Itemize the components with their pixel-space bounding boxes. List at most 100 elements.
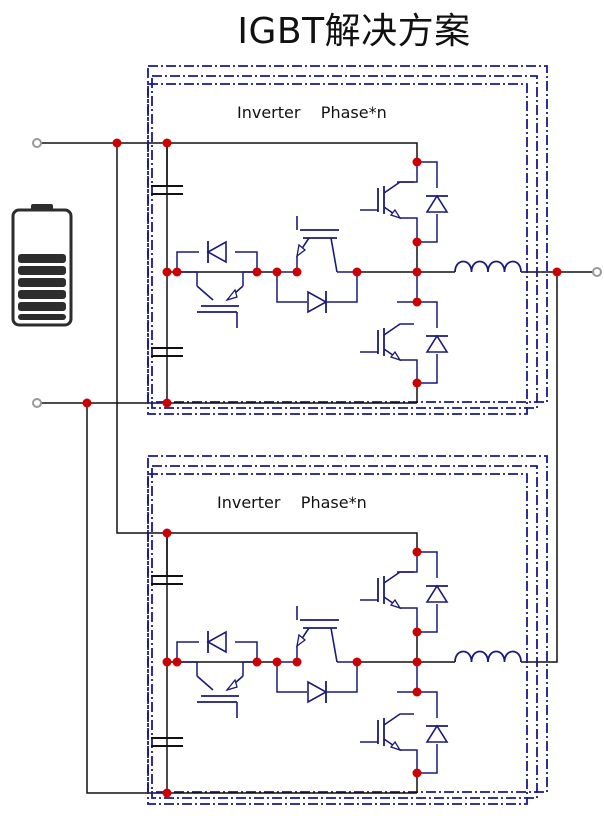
- wire: [166, 533, 417, 794]
- external-wiring: [37, 142, 597, 794]
- clamp-diode-icon: [206, 240, 227, 264]
- output-inductor-icon: [454, 260, 522, 273]
- battery-icon: [11, 204, 73, 327]
- wire: [417, 161, 438, 188]
- wire: [414, 749, 418, 773]
- junction-node: [162, 398, 172, 408]
- node: [552, 267, 562, 277]
- lower-igbt-icon: [360, 713, 414, 752]
- output-inductor-icon: [454, 650, 522, 663]
- wire: [235, 251, 258, 272]
- junction-node: [412, 687, 422, 697]
- junction-node: [162, 788, 172, 798]
- wire: [327, 662, 358, 693]
- upper-igbt-icon: [360, 571, 414, 610]
- external-nodes: [82, 138, 562, 408]
- junction-node: [412, 547, 422, 557]
- junction-node: [172, 657, 182, 667]
- junction-node: [412, 237, 422, 247]
- wire: [242, 661, 257, 676]
- upper-freewheel-diode-icon: [425, 194, 449, 213]
- clamp-igbt-icon: [196, 285, 244, 328]
- junction-node: [412, 297, 422, 307]
- junction-node: [412, 267, 422, 277]
- tnpc-igbt-icon: [296, 606, 339, 663]
- junction-node: [412, 768, 422, 778]
- tnpc-diode-icon: [307, 290, 328, 314]
- junction-node: [352, 657, 362, 667]
- wire: [417, 354, 438, 384]
- module-frame: [147, 65, 548, 403]
- clamp-diode-icon: [206, 630, 227, 654]
- input-terminals: [32, 138, 602, 408]
- wire: [176, 251, 199, 272]
- wire: [276, 662, 307, 693]
- junction-node: [412, 627, 422, 637]
- junction-node: [252, 267, 262, 277]
- wire: [397, 272, 418, 303]
- inverter-module-bottom: [147, 455, 548, 805]
- junction-node: [292, 267, 302, 277]
- module-frame: [147, 83, 528, 415]
- junction-node: [412, 157, 422, 167]
- output-terminal: [592, 267, 602, 277]
- clamp-igbt-icon: [196, 675, 244, 718]
- dc-plus-terminal: [32, 138, 42, 148]
- dc-minus-terminal: [32, 398, 42, 408]
- module-label-bottom: Inverter Phase*n: [217, 493, 367, 512]
- wire: [177, 661, 198, 676]
- inverter-module-top: [147, 65, 548, 415]
- upper-igbt-icon: [360, 181, 414, 220]
- capacitor-icon: [151, 575, 183, 585]
- junction-node: [412, 378, 422, 388]
- wire: [414, 217, 418, 242]
- tnpc-igbt-icon: [296, 216, 339, 273]
- node: [82, 398, 92, 408]
- wire: [417, 691, 438, 718]
- junction-node: [272, 657, 282, 667]
- wire: [177, 271, 198, 286]
- wire: [167, 142, 418, 162]
- junction-node: [412, 657, 422, 667]
- wire: [414, 607, 418, 632]
- junction-node: [162, 267, 172, 277]
- wire: [167, 532, 418, 552]
- wire: [166, 143, 417, 404]
- wire: [242, 271, 257, 286]
- tnpc-diode-icon: [307, 680, 328, 704]
- wire: [417, 604, 438, 633]
- wire: [176, 641, 199, 662]
- module-frame: [151, 75, 538, 409]
- lower-freewheel-diode-icon: [425, 334, 449, 353]
- wire: [414, 359, 418, 383]
- upper-freewheel-diode-icon: [425, 584, 449, 603]
- capacitor-icon: [151, 737, 183, 747]
- capacitor-icon: [151, 185, 183, 195]
- wire: [397, 662, 418, 693]
- junction-node: [172, 267, 182, 277]
- wire: [235, 641, 258, 662]
- diagram-title: IGBT解决方案: [237, 11, 471, 52]
- module-frame: [147, 455, 548, 793]
- lower-freewheel-diode-icon: [425, 724, 449, 743]
- capacitor-icon: [151, 347, 183, 357]
- module-frame: [147, 473, 528, 805]
- junction-node: [252, 657, 262, 667]
- wire: [417, 214, 438, 243]
- wire: [417, 301, 438, 328]
- junction-node: [352, 267, 362, 277]
- wire: [327, 272, 358, 303]
- node: [112, 138, 122, 148]
- wire: [417, 744, 438, 774]
- wire: [417, 551, 438, 578]
- wire: [276, 272, 307, 303]
- module-frame: [151, 465, 538, 799]
- junction-node: [272, 267, 282, 277]
- module-label-top: Inverter Phase*n: [237, 103, 387, 122]
- junction-node: [292, 657, 302, 667]
- junction-node: [162, 528, 172, 538]
- junction-node: [162, 138, 172, 148]
- junction-node: [162, 657, 172, 667]
- lower-igbt-icon: [360, 323, 414, 362]
